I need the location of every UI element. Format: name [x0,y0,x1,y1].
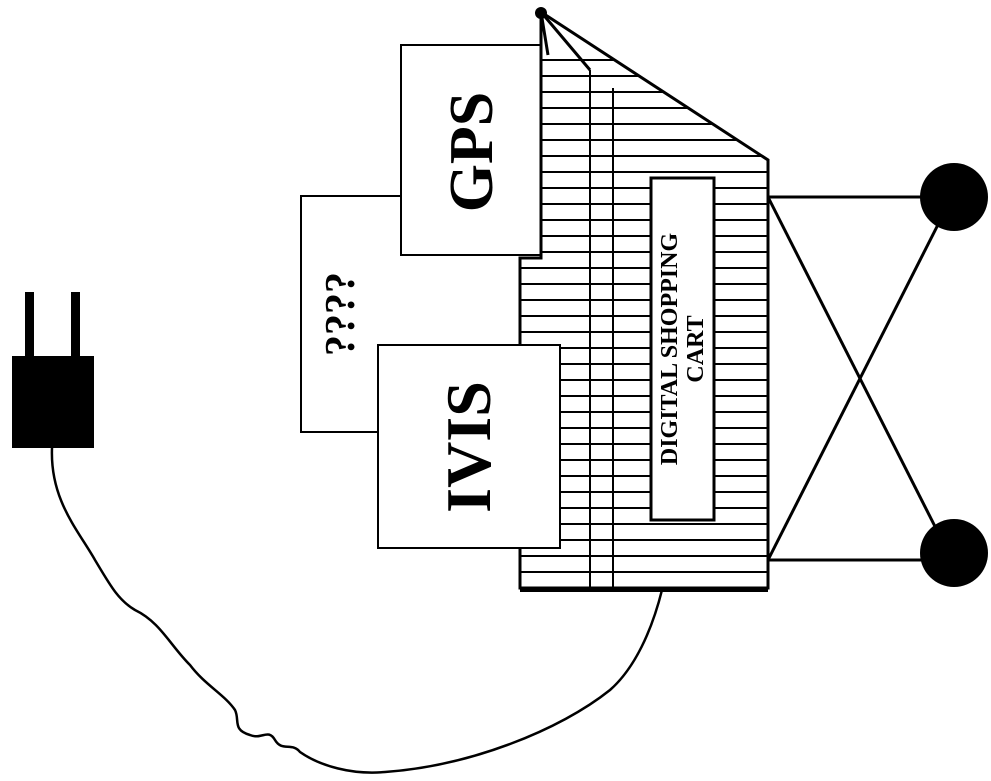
gps-label: GPS [438,92,506,213]
ivis-label: IVIS [433,381,504,513]
wheel-icon [920,163,988,231]
cart-frame [766,195,954,562]
ivis-box: IVIS [377,344,561,549]
gps-box: GPS [400,44,542,256]
cart-slats [520,59,768,573]
wheel-icon [920,519,988,587]
power-cord [50,447,664,774]
cart-label-line1: DIGITAL SHOPPING [657,233,683,466]
cart-label-line2: CART [683,315,709,382]
power-plug-icon [12,292,94,448]
cart-label-panel: DIGITAL SHOPPING CART [649,176,716,522]
unknown-label: ???? [318,272,364,356]
